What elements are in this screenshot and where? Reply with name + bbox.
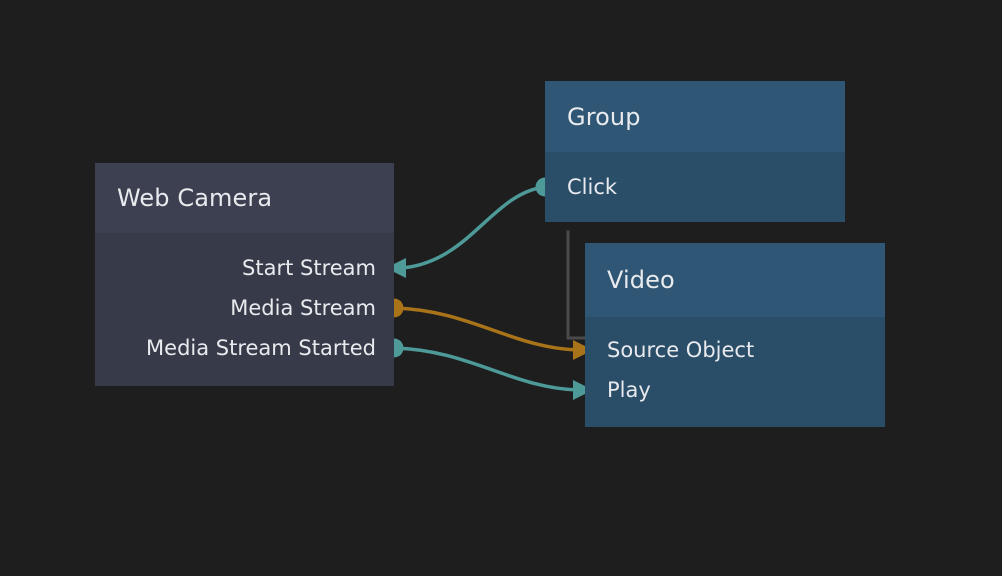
node-web-camera-title: Web Camera bbox=[117, 184, 273, 212]
node-video-title: Video bbox=[607, 266, 675, 294]
node-web-camera-header[interactable]: Web Camera bbox=[95, 163, 394, 233]
node-video-body: Source Object Play bbox=[585, 317, 885, 427]
port-label-start-stream: Start Stream bbox=[242, 255, 376, 280]
edge-click-to-start-stream[interactable] bbox=[400, 185, 547, 270]
port-row-play[interactable]: Play bbox=[585, 370, 885, 410]
port-row-start-stream[interactable]: Start Stream bbox=[95, 248, 394, 288]
port-label-source-object: Source Object bbox=[607, 337, 755, 362]
port-label-play: Play bbox=[607, 377, 651, 402]
port-row-source-object[interactable]: Source Object bbox=[585, 330, 885, 370]
port-label-click: Click bbox=[567, 174, 618, 199]
node-group[interactable]: Group Click bbox=[545, 81, 845, 222]
edge-media-stream-to-source-object[interactable] bbox=[392, 306, 580, 352]
node-group-body: Click bbox=[545, 152, 845, 222]
node-video-header[interactable]: Video bbox=[585, 243, 885, 317]
port-label-media-stream-started: Media Stream Started bbox=[146, 335, 376, 360]
node-web-camera-body: Start Stream Media Stream Media Stream S… bbox=[95, 233, 394, 386]
node-group-title: Group bbox=[567, 102, 641, 131]
edge-media-stream-started-to-play[interactable] bbox=[392, 346, 580, 392]
port-row-media-stream[interactable]: Media Stream bbox=[95, 288, 394, 328]
port-label-media-stream: Media Stream bbox=[230, 295, 376, 320]
node-web-camera[interactable]: Web Camera Start Stream Media Stream Med… bbox=[95, 163, 394, 386]
node-video[interactable]: Video Source Object Play bbox=[585, 243, 885, 427]
port-row-media-stream-started[interactable]: Media Stream Started bbox=[95, 328, 394, 368]
port-row-click[interactable]: Click bbox=[545, 167, 845, 207]
node-group-header[interactable]: Group bbox=[545, 81, 845, 152]
group-to-video-bracket bbox=[566, 230, 587, 340]
